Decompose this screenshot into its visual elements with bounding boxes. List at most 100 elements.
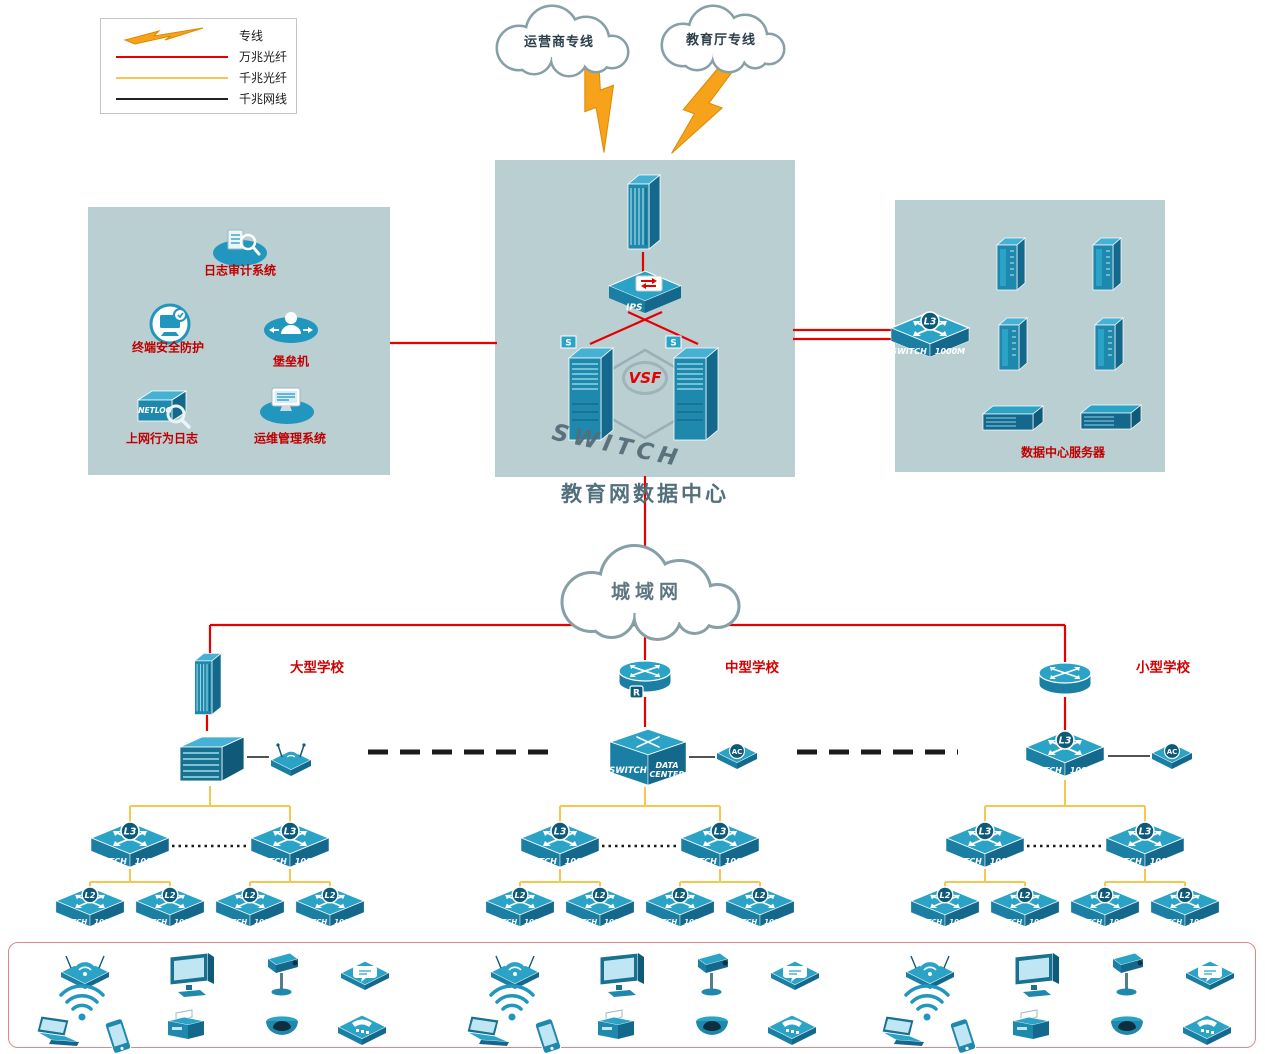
l2-switch[interactable]: L2 SWITCH 1000M [293,884,367,933]
l3-switch[interactable]: L3 SWITCH 1000M [678,818,762,874]
l2-switch[interactable]: L2 SWITCH 1000M [643,884,717,933]
l2-switch[interactable]: L2 SWITCH 1000M [213,884,287,933]
dome-camera[interactable] [692,1013,732,1047]
pc-monitor[interactable] [594,951,646,997]
ips-device[interactable]: IPS [606,268,684,318]
l3-switch[interactable]: L3 SWITCH 1000M [88,818,172,874]
wifi-signal[interactable] [488,984,536,1024]
large-school-wireless-ap[interactable] [268,741,314,779]
server-cabinet[interactable] [991,233,1029,293]
svg-text:AC: AC [1167,748,1178,756]
svg-text:SWITCH: SWITCH [1026,766,1062,775]
ptz-camera[interactable] [1107,949,1147,999]
medium-school-ac-controller[interactable]: AC [714,740,760,772]
l2-switch[interactable]: L2 SWITCH 1000M [133,884,207,933]
legend-label: 专线 [239,29,264,43]
chat-device[interactable] [769,953,821,991]
svg-text:1000M: 1000M [1150,857,1180,866]
legend-label: 千兆网线 [239,92,288,106]
svg-text:SWITCH: SWITCH [911,918,942,926]
pc-monitor[interactable] [164,951,216,997]
smartphone[interactable] [531,1016,565,1054]
red-line-sample [113,55,231,58]
l2-switch[interactable]: L2 SWITCH 1000M [723,884,797,933]
bastion-host-label: 堡垒机 [272,354,310,369]
cloud-education[interactable]: 教育厅专线 [641,0,801,77]
server-cabinet[interactable] [1089,313,1127,373]
datacenter-gateway-server[interactable] [620,171,666,253]
rack-server[interactable] [1075,401,1145,431]
l2-switch[interactable]: L2 SWITCH 1000M [988,884,1062,933]
netlog-icon[interactable]: NETLOG [130,386,194,430]
l2-switch[interactable]: L2 SWITCH 1000M [908,884,982,933]
svg-text:L2: L2 [594,890,605,900]
laptop[interactable] [876,1014,930,1050]
chat-device[interactable] [1184,953,1236,991]
svg-text:SWITCH: SWITCH [136,918,167,926]
log-audit-icon[interactable] [210,226,270,268]
l3-switch[interactable]: L3 SWITCH 1000M [943,818,1027,874]
wifi-signal[interactable] [903,984,951,1024]
svg-text:L3: L3 [979,827,992,838]
printer[interactable] [1007,1005,1053,1043]
l2-switch[interactable]: L2 SWITCH 1000M [53,884,127,933]
smartphone[interactable] [101,1016,135,1054]
svg-text:S: S [670,339,676,349]
server-zone-switch[interactable]: L3 SWITCH 1000M [888,308,972,364]
svg-text:L2: L2 [939,890,950,900]
ops-management-icon[interactable] [257,384,317,426]
svg-text:DATA: DATA [655,761,678,770]
wifi-signal[interactable] [58,984,106,1024]
cloud-metro[interactable]: 城域网 [530,536,765,644]
medium-school-core-switch[interactable]: SWITCH DATA CENTER [606,726,690,788]
svg-text:1000M: 1000M [1189,918,1215,926]
small-school-router[interactable] [1036,658,1094,702]
large-school-server[interactable] [188,650,226,718]
small-school-core-switch[interactable]: L3 SWITCH 1000M [1023,727,1107,783]
fax-phone[interactable] [1181,1009,1233,1047]
pc-monitor[interactable] [1009,951,1061,997]
medium-school-router[interactable]: R [616,656,674,700]
svg-text:SWITCH: SWITCH [726,918,757,926]
cloud-operator[interactable]: 运营商专线 [474,0,644,82]
fax-phone[interactable] [336,1009,388,1047]
svg-text:SWITCH: SWITCH [91,857,127,866]
core-switch-right[interactable]: S [664,334,722,446]
l3-switch[interactable]: L3 SWITCH 1000M [1103,818,1187,874]
l2-switch[interactable]: L2 SWITCH 1000M [483,884,557,933]
laptop[interactable] [31,1014,85,1050]
server-cabinet[interactable] [1087,233,1125,293]
laptop[interactable] [461,1014,515,1050]
large-school-core-device[interactable] [172,729,248,787]
ptz-camera[interactable] [692,949,732,999]
fax-phone[interactable] [766,1009,818,1047]
endpoint-protection-icon[interactable] [144,302,196,346]
school-medium-label: 中型学校 [725,660,779,676]
bastion-host-icon[interactable] [261,308,321,346]
server-cabinet[interactable] [993,313,1031,373]
chat-device[interactable] [339,953,391,991]
printer[interactable] [592,1005,638,1043]
svg-text:1000M: 1000M [1070,766,1100,775]
printer[interactable] [162,1005,208,1043]
l2-switch[interactable]: L2 SWITCH 1000M [1148,884,1222,933]
dome-camera[interactable] [262,1013,302,1047]
l2-switch[interactable]: L2 SWITCH 1000M [563,884,637,933]
svg-text:L2: L2 [324,890,335,900]
l3-switch[interactable]: L3 SWITCH 1000M [248,818,332,874]
legend: 专线 万兆光纤 千兆光纤 千兆网线 [100,18,297,114]
ptz-camera[interactable] [262,949,302,999]
cloud-education-label: 教育厅专线 [685,32,756,48]
small-school-ac-controller[interactable]: AC [1149,740,1195,772]
l2-switch[interactable]: L2 SWITCH 1000M [1068,884,1142,933]
smartphone[interactable] [946,1016,980,1054]
svg-text:SWITCH: SWITCH [521,857,557,866]
rack-server[interactable] [977,402,1047,432]
dome-camera[interactable] [1107,1013,1147,1047]
school-small-label: 小型学校 [1136,660,1190,676]
svg-text:1000M: 1000M [1029,918,1055,926]
svg-text:IPS: IPS [626,303,642,313]
svg-text:1000M: 1000M [334,918,360,926]
svg-text:L3: L3 [554,827,567,838]
l3-switch[interactable]: L3 SWITCH 1000M [518,818,602,874]
